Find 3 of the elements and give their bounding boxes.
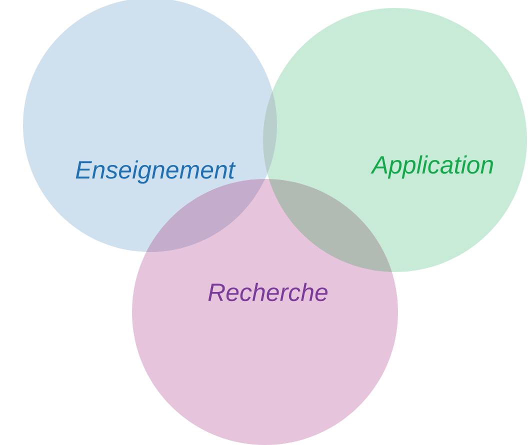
circle-label: Application	[370, 155, 493, 179]
circle-label: Recherche	[208, 282, 328, 302]
circle-label: Enseignement	[76, 160, 236, 184]
